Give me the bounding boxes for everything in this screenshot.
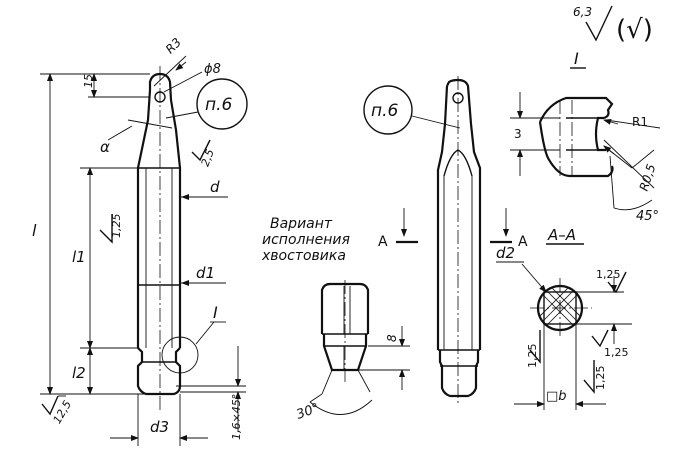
hole-diameter-label: ϕ8 [204,62,221,77]
section-left-roughness: 1,25 [526,344,539,369]
section-right-roughness: 1,25 [604,346,629,359]
chamfer-label: 1,6×45° [230,394,243,440]
section-bottom-roughness: 1,25 [594,366,607,391]
section-top-roughness: 1,25 [596,268,621,281]
general-roughness-symbol: 6,3 (√) [573,5,653,45]
section-d2-label: d2 [496,244,515,262]
tip-side-roughness: 12,5 [51,398,75,426]
detail-ref-label: I [213,303,218,322]
diameter-d-label: d [210,178,220,196]
right-note-label: п.6 [371,101,399,121]
left-tool-view: I п.6 R3 ϕ8 15 α 2,5 d d1 1,25 [32,35,248,446]
detail-dim-3: 3 [514,127,522,141]
length-l1-label: l1 [72,248,86,266]
variant-line-3: хвостовика [261,248,346,264]
detail-title: I [574,49,579,68]
detail-angle-45: 45° [636,209,659,224]
general-roughness-value: 6,3 [573,5,592,19]
detail-view: I 3 R1 R0,5 45° [510,49,661,224]
cut-label-left: A [378,234,388,250]
section-title: A–A [547,226,576,244]
length-l2-label: l2 [72,364,86,382]
section-a-a: A–A d2 1,25 1,25 [496,226,632,410]
diameter-d1-label: d1 [196,264,215,282]
angle-alpha-label: α [100,138,110,156]
variant-line-1: Вариант [270,216,333,232]
tail-variant: Вариант исполнения хвостовика 8 30° A A [261,208,528,423]
detail-r1: R1 [632,115,648,129]
total-length-label: l [32,221,37,240]
variant-angle-30: 30° [295,401,322,423]
general-roughness-bracket: (√) [616,15,653,45]
radius-label: R3 [163,35,184,56]
right-tool-view: п.6 [363,76,482,404]
shank-roughness: 1,25 [110,214,123,239]
diameter-d3-label: d3 [150,418,169,436]
left-note-label: п.6 [205,95,233,115]
cut-label-right: A [518,234,528,250]
hole-offset-label: 15 [82,74,95,88]
variant-dim-8: 8 [385,334,399,342]
detail-r05: R0,5 [637,162,659,192]
tip-chamfer-roughness: 2,5 [199,147,217,168]
section-square-b: □b [546,389,567,404]
variant-line-2: исполнения [262,232,350,248]
